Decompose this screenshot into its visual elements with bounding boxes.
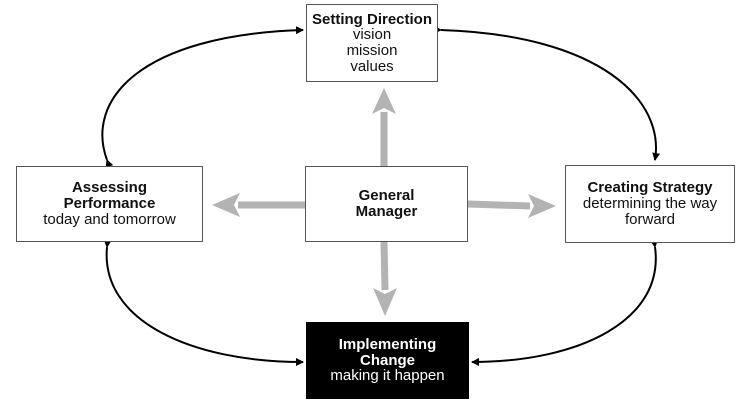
node-implementing-change: Implementing Change making it happen bbox=[306, 322, 469, 399]
node-line: today and tomorrow bbox=[43, 212, 176, 228]
node-general-manager: General Manager bbox=[305, 166, 468, 242]
node-creating-strategy: Creating Strategy determining the way fo… bbox=[565, 165, 735, 243]
node-title: General Manager bbox=[347, 188, 427, 220]
cycle-arrow-right-bottom bbox=[472, 247, 656, 362]
node-title: Implementing Change bbox=[328, 337, 448, 369]
node-title: Assessing Performance bbox=[50, 180, 170, 212]
node-title: Creating Strategy bbox=[587, 180, 712, 196]
arrow-center-to-bottom bbox=[373, 242, 397, 316]
node-line: determining the way bbox=[583, 196, 717, 212]
cycle-arrow-top-left bbox=[102, 30, 303, 160]
node-title: Setting Direction bbox=[312, 12, 432, 28]
node-assessing-performance: Assessing Performance today and tomorrow bbox=[16, 166, 203, 242]
cycle-arrow-left-bottom bbox=[107, 247, 303, 362]
node-setting-direction: Setting Direction vision mission values bbox=[306, 4, 438, 82]
node-line: values bbox=[350, 59, 393, 75]
arrow-center-to-left bbox=[212, 193, 305, 217]
cycle-arrow-top-right bbox=[441, 30, 656, 160]
node-line: making it happen bbox=[330, 368, 444, 384]
arrow-center-to-right bbox=[468, 194, 556, 218]
node-line: vision bbox=[353, 27, 391, 43]
node-line: forward bbox=[625, 212, 675, 228]
node-line: mission bbox=[347, 43, 398, 59]
arrow-center-to-top bbox=[372, 88, 396, 166]
